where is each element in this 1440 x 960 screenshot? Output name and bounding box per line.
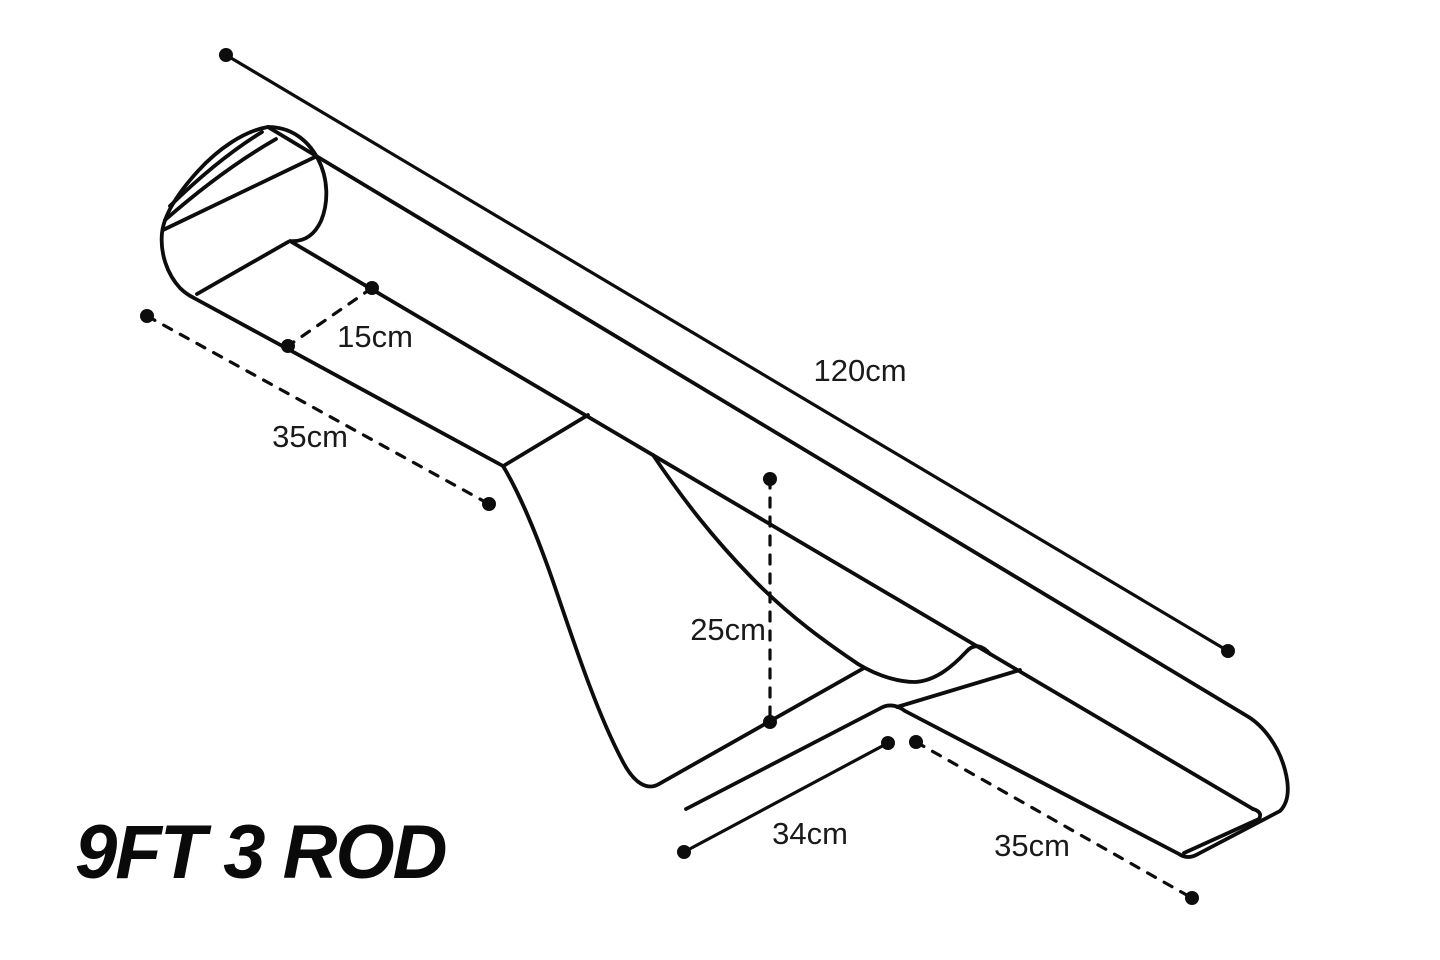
product-title: 9FT 3 ROD <box>75 810 446 895</box>
dimension-endpoint-dot <box>1185 891 1199 905</box>
left-endcap-stitch-line-2 <box>163 137 278 222</box>
pocket-flap-bottom-edge <box>657 666 866 786</box>
left-endcap-stitch-line-1 <box>168 130 264 208</box>
dimension-endpoint-dot <box>1221 644 1235 658</box>
left-endcap-stitch-line-3 <box>161 155 317 232</box>
dimension-endpoint-dot <box>763 472 777 486</box>
dim-label-right-section: 35cm <box>994 828 1070 863</box>
dim-label-left-section: 35cm <box>272 419 348 454</box>
right-endcap-inner-seam <box>1182 807 1263 855</box>
dim-left-section-line <box>145 314 491 506</box>
dim-width-top: 15cm <box>281 281 413 354</box>
dimension-endpoint-dot <box>677 845 691 859</box>
dim-length-total: 120cm <box>219 48 1235 658</box>
dim-label-width-top: 15cm <box>337 319 413 354</box>
dim-left-section: 35cm <box>140 309 496 511</box>
dim-length-total-line <box>224 53 1230 653</box>
dimension-endpoint-dot <box>219 48 233 62</box>
holdall-outer-silhouette <box>266 125 1290 859</box>
dim-middle-section: 34cm <box>677 736 895 859</box>
dim-depth-middle: 25cm <box>690 472 777 729</box>
dimension-endpoint-dot <box>763 715 777 729</box>
dim-label-depth-middle: 25cm <box>690 612 766 647</box>
dimension-endpoint-dot <box>281 339 295 353</box>
left-endcap-face-and-top-front-edge <box>266 125 1255 811</box>
left-endcap-silhouette <box>159 125 505 468</box>
dim-label-middle-section: 34cm <box>772 816 848 851</box>
dim-right-section: 35cm <box>909 735 1199 905</box>
dim-right-section-line <box>914 740 1194 900</box>
dimension-endpoint-dot <box>909 735 923 749</box>
right-section-seam <box>895 668 1022 709</box>
pocket-flap-top-curve <box>651 453 992 684</box>
dimension-endpoint-dot <box>365 281 379 295</box>
dim-middle-section-line <box>682 741 890 854</box>
dimension-endpoint-dot <box>140 309 154 323</box>
holdall-line-art <box>159 125 1290 859</box>
dim-label-length-total: 120cm <box>813 353 906 388</box>
left-endcap-seam <box>195 240 290 296</box>
dimension-endpoint-dot <box>482 497 496 511</box>
left-section-seam <box>503 413 590 467</box>
pocket-flap-left-curve <box>501 464 661 789</box>
dimension-endpoint-dot <box>881 736 895 750</box>
dim-width-top-line <box>286 286 374 348</box>
